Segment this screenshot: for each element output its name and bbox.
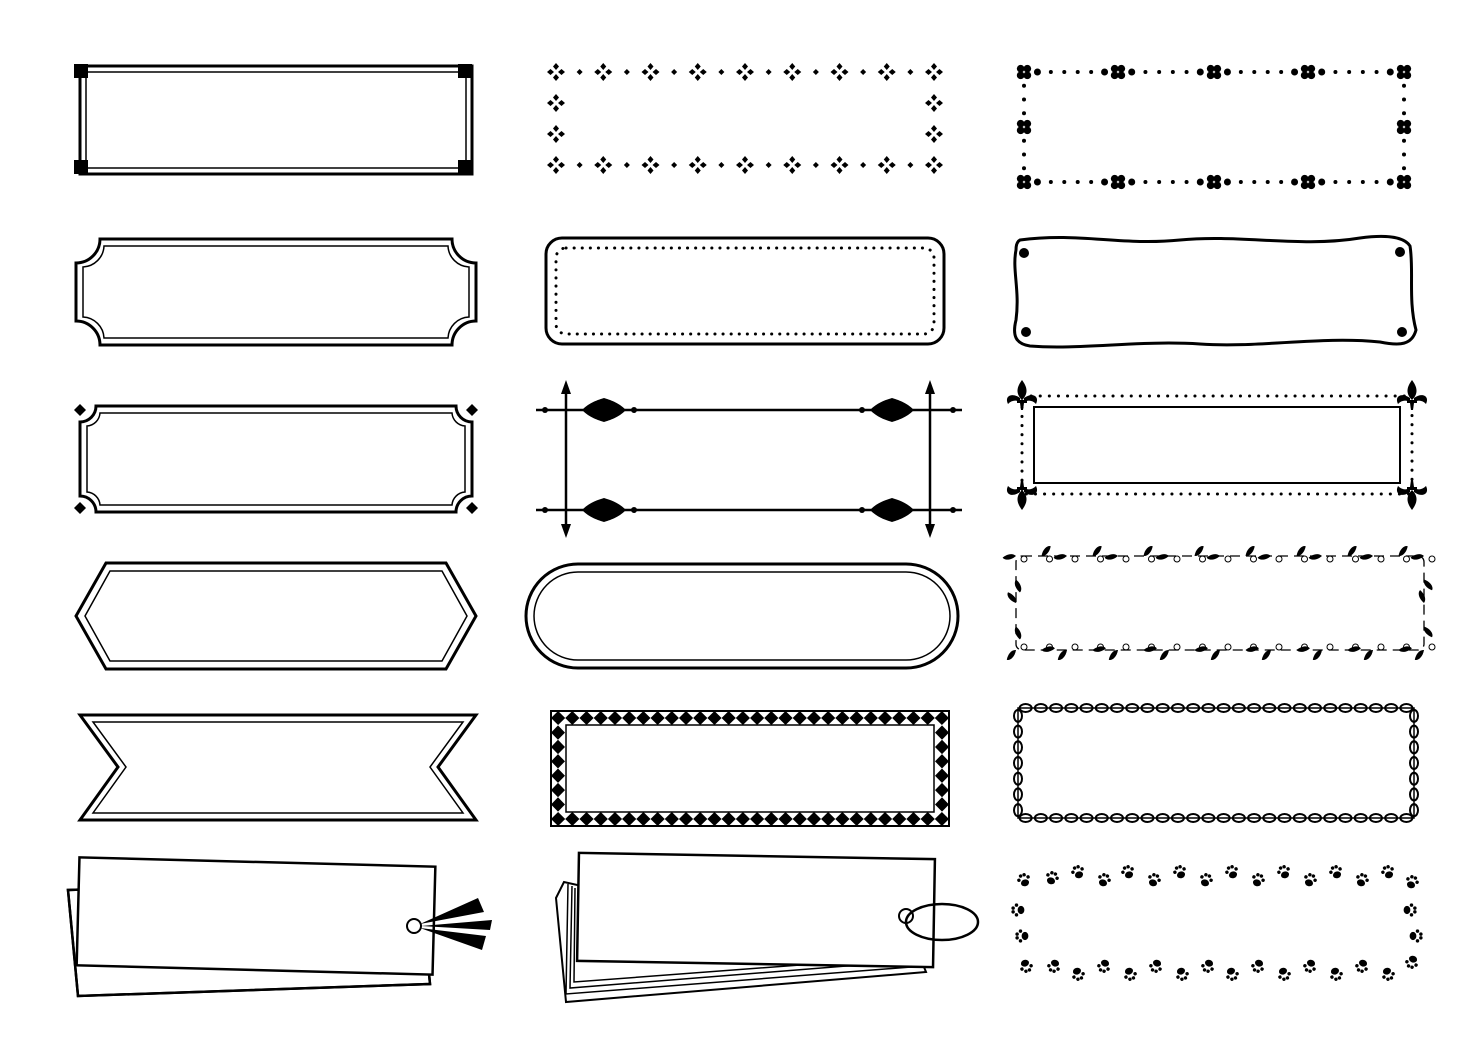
paw-motif	[1015, 929, 1029, 943]
frame-chain-link	[1013, 703, 1419, 823]
diamond-cluster-motif	[547, 125, 565, 143]
frame-checker-diamond	[550, 710, 950, 827]
paw-motif	[1327, 965, 1345, 983]
paw-motif	[1353, 871, 1371, 889]
paw-motif	[1379, 965, 1397, 983]
paw-motif	[1199, 957, 1217, 975]
paw-motif	[1379, 863, 1397, 881]
paw-motif	[1011, 903, 1025, 917]
frame-paper-tags-ribbon	[66, 856, 492, 998]
diamond-cluster-motif	[877, 63, 896, 81]
paw-motif	[1197, 871, 1215, 889]
paw-motif	[1403, 953, 1421, 971]
paw-motif	[1095, 957, 1113, 975]
clover-motif	[1396, 64, 1412, 80]
diamond-cluster-motif	[547, 63, 565, 81]
paw-motif	[1069, 965, 1087, 983]
diamond-cluster-motif	[925, 156, 943, 174]
paw-motif	[1015, 871, 1033, 889]
clover-motif	[1206, 174, 1222, 190]
paw-motif	[1119, 863, 1137, 881]
diamond-cluster-motif	[925, 94, 943, 112]
paw-motif	[1403, 873, 1421, 891]
frame-clover-dots	[1016, 64, 1412, 190]
paw-motif	[1145, 871, 1163, 889]
clover-motif	[1300, 64, 1316, 80]
paw-motif	[1275, 965, 1293, 983]
diamond-cluster-motif	[736, 156, 754, 174]
frame-scalloped-corners	[74, 237, 478, 347]
diamond-cluster-motif	[547, 156, 565, 174]
diamond-cluster-motif	[547, 94, 565, 112]
diamond-cluster-motif	[594, 63, 613, 81]
frame-concave-diamond-corners	[74, 404, 478, 514]
diamond-cluster-motif	[830, 63, 849, 81]
paw-motif	[1301, 871, 1319, 889]
frame-square-corner-double	[74, 64, 474, 176]
frame-rounded-dotted	[544, 236, 946, 346]
paw-motif	[1173, 965, 1191, 983]
paw-motif	[1301, 957, 1319, 975]
paw-motif	[1171, 863, 1189, 881]
frame-hexagon-double	[74, 561, 478, 671]
diamond-cluster-motif	[688, 63, 707, 81]
paw-motif	[1353, 957, 1371, 975]
diamond-cluster-motif	[688, 156, 707, 174]
diamond-cluster-motif	[641, 63, 660, 81]
clover-motif	[1016, 174, 1032, 190]
paw-motif	[1223, 863, 1241, 881]
paw-motif	[1069, 863, 1087, 881]
clover-motif	[1110, 64, 1126, 80]
paw-motif	[1223, 965, 1241, 983]
clover-motif	[1396, 174, 1412, 190]
frame-spear-lines	[536, 380, 962, 538]
clover-motif	[1016, 64, 1032, 80]
frame-pill-double	[524, 562, 960, 670]
paw-motif	[1403, 903, 1417, 917]
paw-motif	[1249, 957, 1267, 975]
diamond-cluster-motif	[736, 63, 754, 81]
diamond-cluster-motif	[783, 63, 802, 81]
paw-motif	[1147, 957, 1165, 975]
clover-motif	[1206, 64, 1222, 80]
frame-paw-prints	[1011, 863, 1423, 983]
clover-motif	[1396, 119, 1412, 135]
paw-motif	[1121, 965, 1139, 983]
clover-motif	[1110, 174, 1126, 190]
frame-ribbon-banner	[77, 713, 479, 822]
diamond-cluster-motif	[830, 156, 849, 174]
frame-wavy-plaque	[1013, 234, 1418, 349]
paw-motif	[1043, 869, 1061, 887]
frame-diamond-clusters	[547, 63, 943, 174]
clover-motif	[1016, 119, 1032, 135]
paw-motif	[1095, 871, 1113, 889]
diamond-cluster-motif	[925, 63, 943, 81]
paw-motif	[1275, 863, 1293, 881]
diamond-cluster-motif	[877, 156, 896, 174]
diamond-cluster-motif	[783, 156, 802, 174]
diamond-cluster-motif	[925, 125, 943, 143]
paw-motif	[1017, 957, 1035, 975]
paw-motif	[1327, 863, 1345, 881]
frame-word-cards-ring	[554, 851, 980, 1004]
paw-motif	[1045, 957, 1063, 975]
frame-fleur-de-lis-dots	[1006, 380, 1428, 510]
frame-vine-leaves	[1002, 546, 1436, 660]
paw-motif	[1409, 929, 1423, 943]
diamond-cluster-motif	[594, 156, 613, 174]
paw-motif	[1249, 871, 1267, 889]
clover-motif	[1300, 174, 1316, 190]
diamond-cluster-motif	[641, 156, 660, 174]
